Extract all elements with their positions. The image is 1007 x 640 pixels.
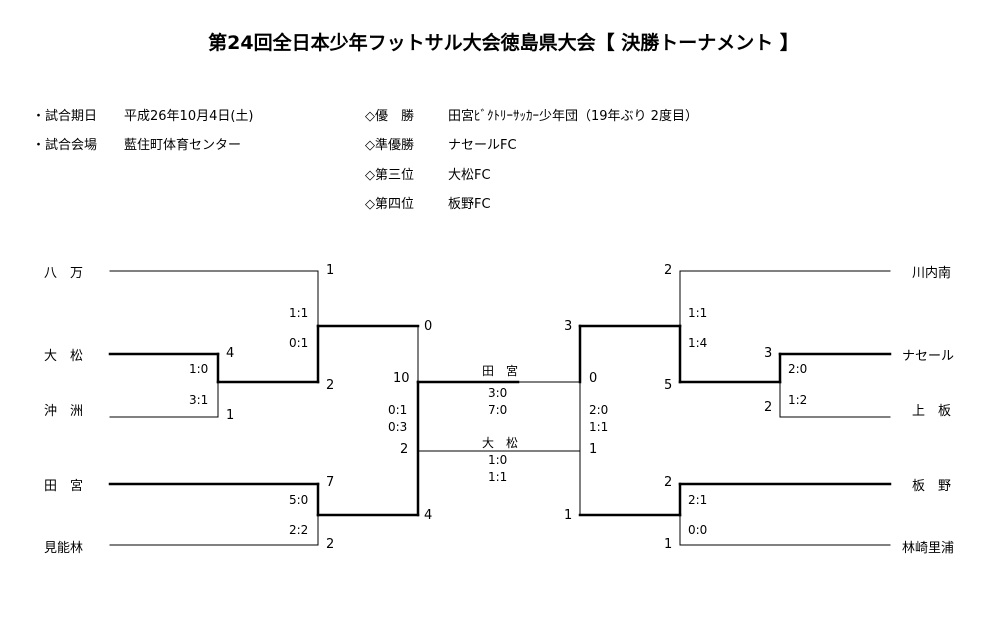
result-label: ◇第四位	[365, 197, 414, 212]
goal-count: 1	[226, 408, 235, 423]
goal-count: 4	[226, 346, 235, 361]
goal-count: 2	[664, 263, 673, 278]
team-left: 大 松	[44, 349, 84, 364]
goal-count: 0	[589, 371, 598, 386]
half-score: 5:0	[289, 493, 309, 507]
half-score: 0:0	[688, 523, 708, 537]
goal-count: 2	[326, 537, 335, 552]
third-place-score: 1:0	[488, 453, 508, 467]
half-score: 1:1	[289, 306, 309, 320]
venue-label: ・試合会場	[32, 138, 98, 153]
result-value: 大松FC	[448, 168, 491, 183]
goal-count: 1	[589, 442, 598, 457]
final-winner-label: 田 宮	[482, 364, 519, 378]
half-score: 2:1	[688, 493, 708, 507]
date-label: ・試合期日	[32, 109, 98, 124]
half-score: 2:2	[289, 523, 309, 537]
result-value: 板野FC	[448, 197, 491, 212]
goal-count: 1	[326, 263, 335, 278]
goal-count: 1	[664, 537, 673, 552]
result-label: ◇第三位	[365, 168, 414, 183]
third-place-winner-label: 大 松	[482, 436, 519, 450]
goal-count: 2	[326, 378, 335, 393]
half-score: 0:3	[388, 420, 408, 434]
goal-count: 7	[326, 475, 335, 490]
result-value: 田宮ﾋﾞｸﾄﾘｰｻｯｶｰ少年団（19年ぶり 2度目）	[448, 109, 698, 124]
team-left: 沖 洲	[44, 404, 84, 419]
result-label: ◇準優勝	[365, 138, 414, 153]
date-value: 平成26年10月4日(土)	[124, 109, 254, 124]
half-score: 3:1	[189, 393, 209, 407]
half-score: 1:0	[189, 362, 209, 376]
third-place-score: 1:1	[488, 470, 508, 484]
half-score: 1:2	[788, 393, 808, 407]
half-score: 0:1	[289, 336, 309, 350]
goal-count: 1	[564, 508, 573, 523]
page-title: 第24回全日本少年フットサル大会徳島県大会【 決勝トーナメント 】	[208, 32, 799, 54]
goal-count: 10	[393, 371, 410, 386]
goal-count: 2	[664, 475, 673, 490]
goal-count: 0	[424, 319, 433, 334]
result-label: ◇優 勝	[365, 109, 414, 124]
venue-value: 藍住町体育センター	[124, 138, 242, 153]
goal-count: 2	[764, 400, 773, 415]
team-right: 林崎里浦	[902, 541, 955, 556]
team-left: 田 宮	[44, 479, 84, 494]
goal-count: 5	[664, 378, 673, 393]
team-left: 八 万	[44, 266, 84, 281]
team-right: 川内南	[912, 266, 952, 281]
half-score: 1:1	[589, 420, 609, 434]
result-value: ナセールFC	[448, 138, 517, 153]
team-right: 上 板	[912, 404, 952, 419]
half-score: 1:1	[688, 306, 708, 320]
half-score: 2:0	[589, 403, 609, 417]
team-right: 板 野	[912, 479, 952, 494]
half-score: 1:4	[688, 336, 708, 350]
goal-count: 3	[764, 346, 773, 361]
goal-count: 4	[424, 508, 433, 523]
goal-count: 3	[564, 319, 573, 334]
goal-count: 2	[400, 442, 409, 457]
half-score: 2:0	[788, 362, 808, 376]
final-score: 3:0	[488, 386, 508, 400]
team-right: ナセール	[902, 349, 955, 364]
half-score: 0:1	[388, 403, 408, 417]
final-score: 7:0	[488, 403, 508, 417]
team-left: 見能林	[44, 541, 84, 556]
